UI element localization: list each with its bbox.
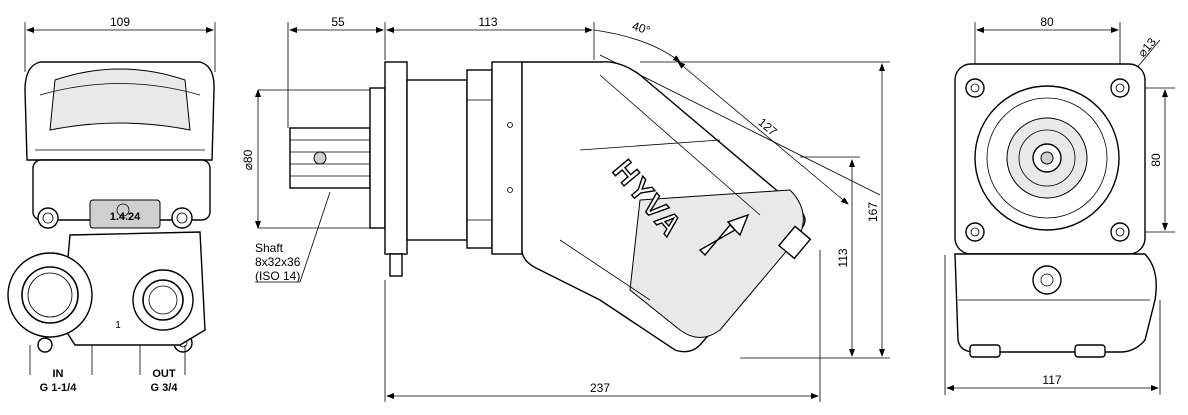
angle-value: 40° bbox=[630, 19, 652, 38]
end-foot bbox=[1074, 344, 1106, 358]
shaft bbox=[289, 127, 371, 189]
port-in-outer bbox=[7, 252, 93, 338]
body-dim: 113 bbox=[478, 15, 497, 29]
front-part-code: 1.4.24 bbox=[110, 211, 141, 223]
drain-fitting bbox=[389, 253, 403, 277]
head-fitting bbox=[777, 225, 812, 260]
end-foot bbox=[969, 344, 1001, 358]
front-label-plate bbox=[89, 199, 161, 229]
side-view: 55 113 40° 127 ⌀80 bbox=[241, 15, 890, 402]
angled-head bbox=[629, 189, 804, 338]
flange-ring bbox=[369, 87, 386, 229]
height-inner-dim: 113 bbox=[836, 248, 850, 267]
angle-arc bbox=[593, 29, 681, 63]
port-out-outer bbox=[132, 269, 194, 331]
end-top-dim: 80 bbox=[1040, 15, 1054, 29]
end-lower-housing bbox=[954, 253, 1157, 353]
shaft-dia-dim: ⌀80 bbox=[241, 149, 255, 170]
bolt-hole-icon bbox=[965, 78, 985, 98]
bolt-hole-icon bbox=[1110, 78, 1130, 98]
diagonal-dim: 127 bbox=[755, 115, 780, 139]
flange-body bbox=[406, 79, 468, 241]
end-side-dim: 80 bbox=[1149, 153, 1163, 167]
port-out-thread: G 3/4 bbox=[151, 382, 179, 394]
diagonal-dimension-line bbox=[677, 61, 849, 205]
front-port-mark: 1 bbox=[115, 320, 121, 331]
port-out-bore bbox=[142, 279, 184, 321]
end-port bbox=[1032, 265, 1062, 295]
bolt-hole-icon bbox=[965, 222, 985, 242]
shaft-note-line2: 8x32x36 bbox=[255, 255, 301, 269]
end-bottom-dim: 117 bbox=[1042, 373, 1061, 387]
flow-arrow-icon bbox=[698, 213, 750, 257]
bolt-hole-icon bbox=[1110, 222, 1130, 242]
total-length-dim: 237 bbox=[590, 381, 610, 395]
shaft-note-line1: Shaft bbox=[255, 241, 284, 255]
height-outer-dim: 167 bbox=[866, 202, 880, 222]
hole-dia-dim: ⌀13 bbox=[1135, 35, 1159, 60]
port-in-bore bbox=[21, 266, 79, 324]
end-view: 80 ⌀13 80 117 bbox=[944, 15, 1175, 395]
shaft-leader bbox=[299, 191, 331, 283]
housing-front bbox=[491, 61, 523, 255]
shaft-key bbox=[313, 151, 327, 165]
front-housing-cap bbox=[49, 68, 191, 131]
flange-dim: 55 bbox=[331, 15, 345, 29]
flange-neck bbox=[466, 69, 493, 249]
port-out-label: OUT bbox=[152, 368, 176, 380]
port-in-label: IN bbox=[53, 368, 64, 380]
front-width-dim: 109 bbox=[110, 15, 130, 29]
flange-plate bbox=[384, 61, 408, 255]
front-view: 109 1.4.24 1 IN bbox=[7, 15, 216, 394]
shaft-note-line3: (ISO 14) bbox=[255, 269, 300, 283]
port-in-thread: G 1-1/4 bbox=[40, 382, 78, 394]
